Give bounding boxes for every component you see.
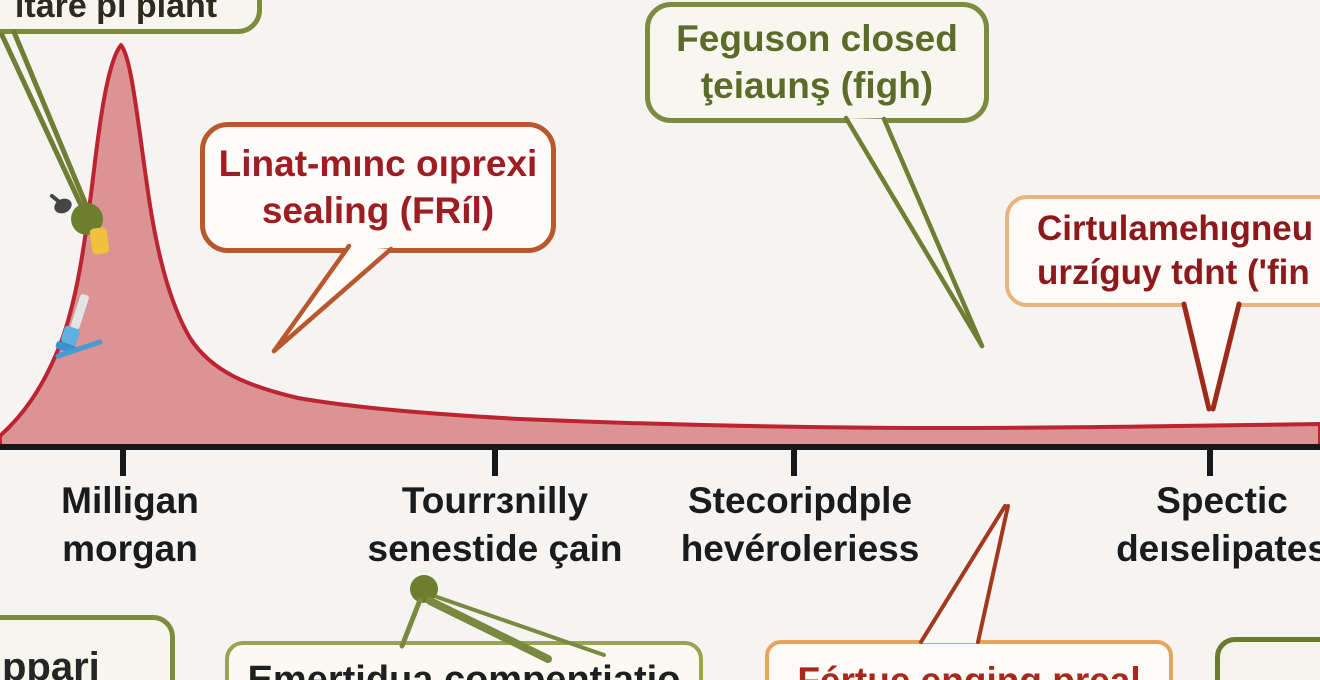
axis-label-line2: hevéroleriess <box>680 528 920 569</box>
axis-tick <box>492 450 498 476</box>
axis-tick <box>1207 450 1213 476</box>
callout-top-left-partial: ıtare pı pıant <box>0 0 262 34</box>
axis-label-line2: deıselipates <box>1116 528 1320 569</box>
axis-label-line2: senestide çain <box>367 528 623 569</box>
axis-label-line1: Spectic <box>1156 480 1288 521</box>
green-dot-marker <box>71 203 103 235</box>
callout-text-line1: Cirtulamehıgneu <box>1037 209 1314 249</box>
callout-text-line1: Linat-mınc oıprexi <box>218 143 538 185</box>
axis-label-milligan: Milligan morgan <box>61 477 199 573</box>
callout-feguson: Feguson closed ţeiaunş (figh) <box>645 2 989 123</box>
axis-label-spectic: Spectic deıselipates <box>1116 477 1320 573</box>
callout-text-line2: ţeiaunş (figh) <box>700 64 934 106</box>
callout-ppari-partial: ppari <box>0 615 175 680</box>
callout-text: ppari <box>2 645 100 680</box>
axis-label-line1: Stecoripdple <box>687 480 913 521</box>
axis-label-line1: Milligan <box>61 480 199 521</box>
connector-line <box>435 595 606 657</box>
callout-text-line2: urzíguy tdnt ('fin <box>1037 253 1310 292</box>
connector-line <box>426 597 552 663</box>
spike-decay-area-curve <box>0 43 1320 449</box>
callout-text: Emertidua compentiatio <box>247 659 681 680</box>
callout-cirtulame: Cirtulamehıgneu urzíguy tdnt ('fin <box>1005 195 1320 307</box>
blue-streak <box>55 339 103 359</box>
connector-line <box>399 597 423 649</box>
axis-label-stecoripdple: Stecoripdple hevéroleriess <box>681 477 920 573</box>
callout-emertidua: Emertidua compentiatio <box>225 641 703 680</box>
callout-text-line2: sealing (FRíl) <box>261 189 495 231</box>
green-dot-marker <box>410 575 438 603</box>
dark-blob-marker <box>50 194 72 214</box>
yellow-tag-marker <box>89 227 110 255</box>
connector-line <box>0 32 88 217</box>
connector-line <box>11 29 92 215</box>
axis-label-line1: Tourrɜnilly <box>401 480 589 521</box>
callout-text: ıtare pı pıant <box>14 0 218 25</box>
x-axis-line <box>0 444 1320 450</box>
callout-bottom-right-partial <box>1215 637 1320 680</box>
axis-label-line2: morgan <box>62 528 198 569</box>
callout-text: Fértue enging preal <box>797 658 1140 680</box>
axis-tick <box>120 450 126 476</box>
callout-text-line1: Feguson closed <box>676 18 958 60</box>
axis-tick <box>791 450 797 476</box>
axis-label-tourrnilly: Tourrɜnilly senestide çain <box>367 477 622 573</box>
